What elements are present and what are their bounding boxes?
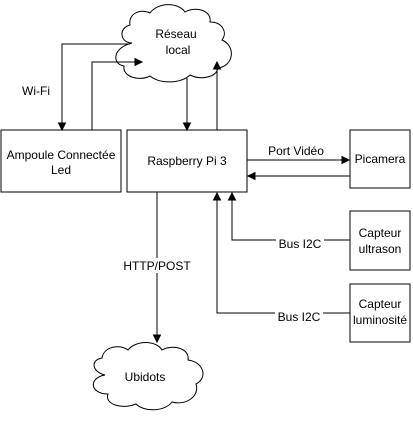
ampoule-label-line2: Led xyxy=(51,163,71,177)
reseau-local-cloud: Réseau local xyxy=(115,4,232,83)
ubidots-cloud: Ubidots xyxy=(92,342,204,411)
bus-i2c-2-label-bg xyxy=(275,310,323,324)
edge-ampoule-to-reseau xyxy=(91,57,144,130)
bus-i2c-1-label: Bus I2C xyxy=(279,237,322,251)
raspberry-box: Raspberry Pi 3 xyxy=(126,129,248,193)
capteur-ultrason-box: Capteur ultrason xyxy=(349,210,411,271)
ubidots-label: Ubidots xyxy=(125,370,166,384)
http-post-label-bg xyxy=(122,258,192,273)
picamera-box: Picamera xyxy=(349,129,411,189)
edge-reseau-to-raspberry xyxy=(182,78,192,132)
edge-luminosite-to-raspberry xyxy=(212,191,350,314)
ampoule-label-line1: Ampoule Connectée xyxy=(7,148,116,162)
edge-raspberry-to-reseau xyxy=(212,60,222,130)
ultrason-label-line1: Capteur xyxy=(359,226,402,240)
raspberry-label: Raspberry Pi 3 xyxy=(147,154,227,168)
reseau-label-line2: local xyxy=(166,43,191,57)
wifi-label: Wi-Fi xyxy=(22,84,50,98)
luminosite-label-line2: luminosité xyxy=(353,313,407,327)
ultrason-label-line2: ultrason xyxy=(359,242,402,256)
port-video-label: Port Vidéo xyxy=(268,144,324,158)
edge-raspberry-to-picamera xyxy=(247,155,351,165)
edge-picamera-to-raspberry xyxy=(246,171,350,181)
bus-i2c-1-label-bg xyxy=(276,237,324,251)
reseau-label-line1: Réseau xyxy=(155,27,196,41)
edge-reseau-to-ampoule xyxy=(57,43,130,132)
luminosite-label-line1: Capteur xyxy=(359,297,402,311)
http-post-label: HTTP/POST xyxy=(123,259,191,273)
capteur-luminosite-box: Capteur luminosité xyxy=(349,283,411,343)
picamera-label: Picamera xyxy=(355,152,406,166)
bus-i2c-2-label: Bus I2C xyxy=(278,310,321,324)
ampoule-box: Ampoule Connectée Led xyxy=(0,129,122,193)
edge-ultrason-to-raspberry xyxy=(227,191,350,241)
